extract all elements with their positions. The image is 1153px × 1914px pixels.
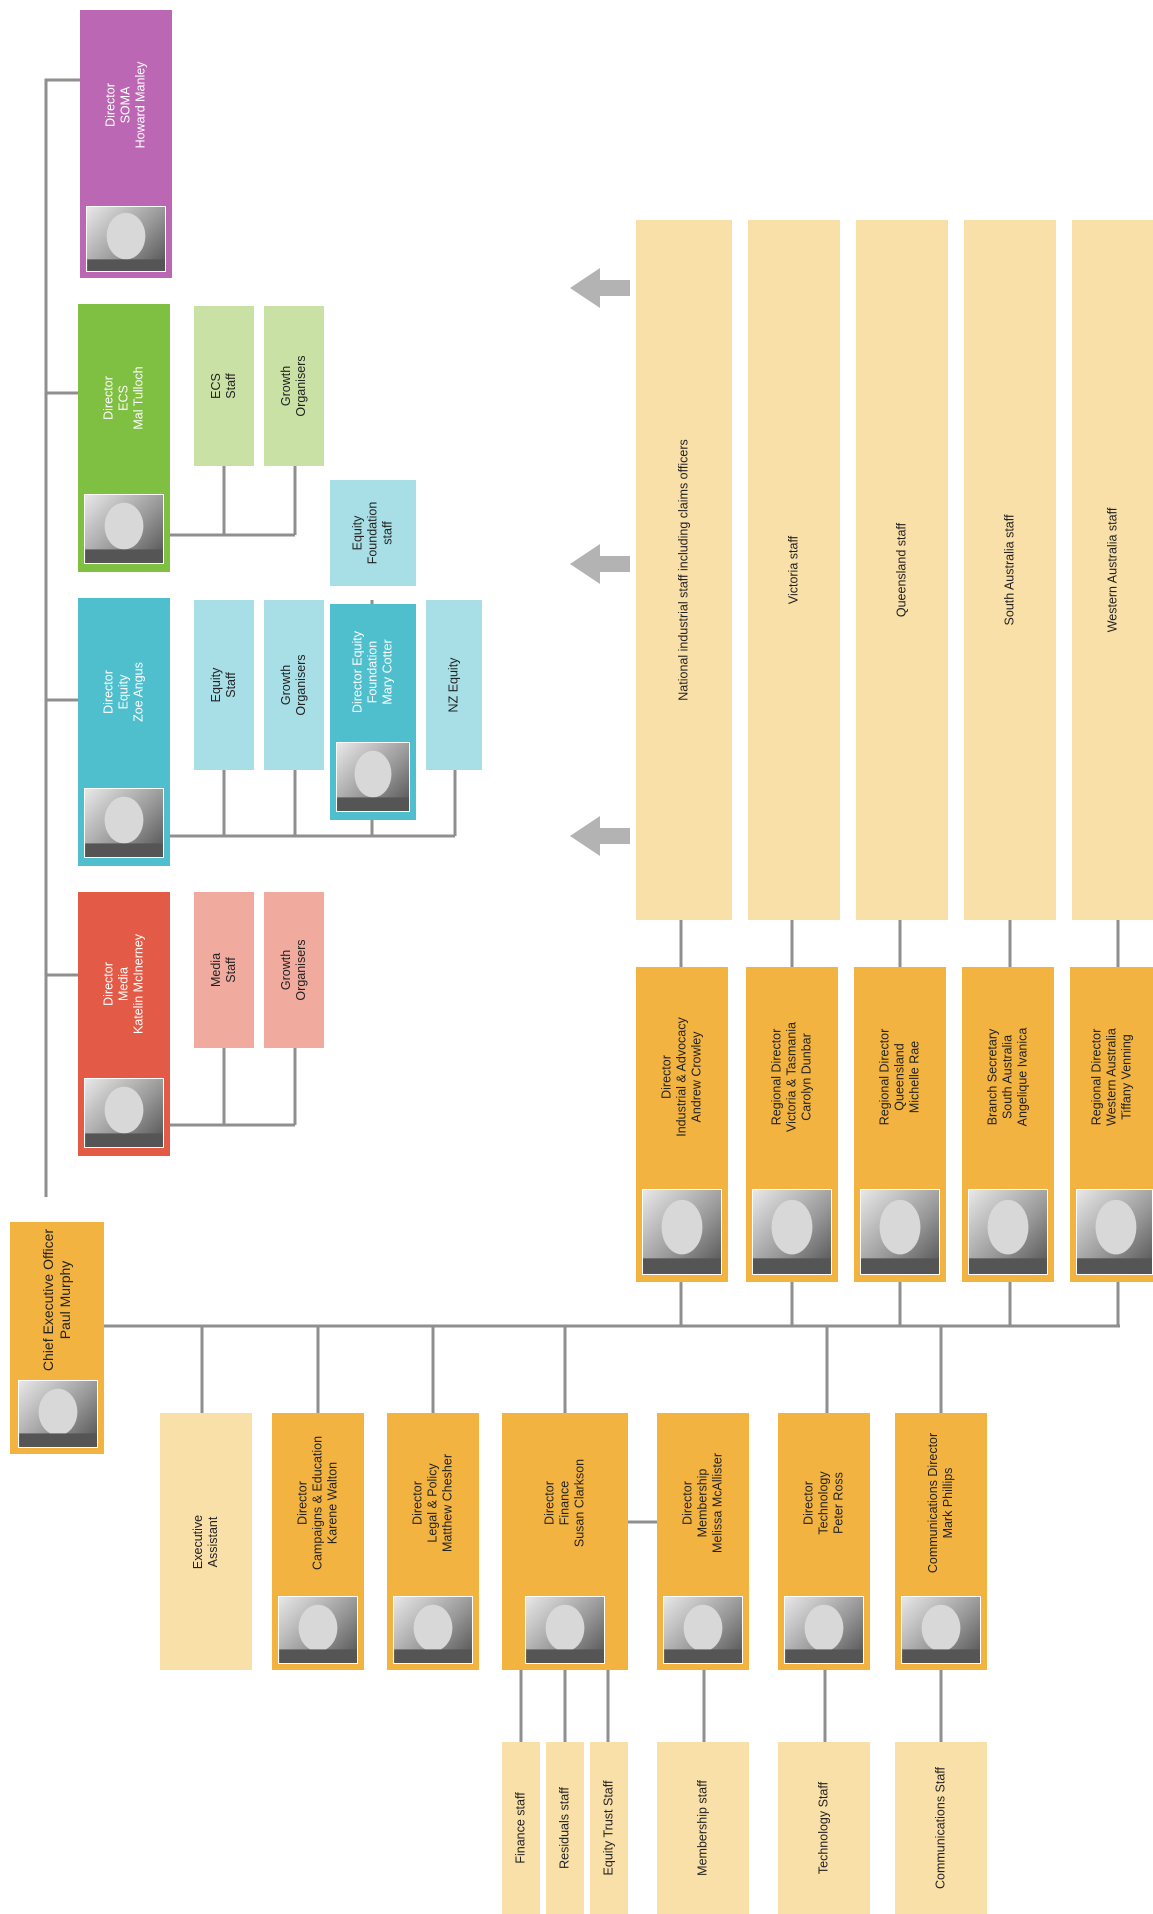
ceo-box: Chief Executive Officer Paul Murphy [10, 1222, 104, 1454]
portrait-photo [1076, 1189, 1153, 1275]
victoria-staff-label: Victoria staff [786, 535, 801, 605]
portrait-photo [336, 742, 410, 812]
portrait-photo [784, 1596, 864, 1664]
residuals-staff-label: Residuals staff [557, 1787, 572, 1869]
director-membership-box: Director Membership Melissa McAllister [657, 1413, 749, 1670]
director-media-box: Director Media Katelin McInerney [78, 892, 170, 1156]
director-industrial-box: Director Industrial & Advocacy Andrew Cr… [636, 967, 728, 1282]
portrait-photo [968, 1189, 1048, 1275]
technology-staff-label: Technology Staff [816, 1781, 831, 1875]
equity-staff-label: Equity Staff [209, 667, 238, 703]
south-australia-staff-box: South Australia staff [964, 220, 1056, 920]
membership-staff-label: Membership staff [695, 1780, 710, 1876]
director-finance-label: Director Finance Susan Clarkson [542, 1458, 587, 1548]
technology-staff-box: Technology Staff [778, 1742, 870, 1914]
south-australia-staff-label: South Australia staff [1002, 514, 1017, 626]
ecs-growth-organisers-box: Growth Organisers [264, 306, 324, 466]
equity-growth-organisers-label: Growth Organisers [279, 654, 308, 716]
director-legal-box: Director Legal & Policy Matthew Chesher [387, 1413, 479, 1670]
branch-secretary-sa-box: Branch Secretary South Australia Angeliq… [962, 967, 1054, 1282]
communications-director-label: Communications Director Mark Phillips [926, 1432, 955, 1574]
left-arrow-icon [570, 816, 630, 856]
communications-director-box: Communications Director Mark Phillips [895, 1413, 987, 1670]
portrait-photo [642, 1189, 722, 1275]
director-legal-label: Director Legal & Policy Matthew Chesher [410, 1454, 455, 1552]
finance-staff-box: Finance staff [502, 1742, 540, 1914]
director-queensland-label: Regional Director Queensland Michelle Ra… [877, 1028, 922, 1126]
director-vic-tas-box: Regional Director Victoria & Tasmania Ca… [746, 967, 838, 1282]
director-equity-foundation-box: Director Equity Foundation Mary Cotter [330, 604, 416, 820]
national-industrial-staff-box: National industrial staff including clai… [636, 220, 732, 920]
portrait-photo [84, 788, 164, 858]
finance-staff-label: Finance staff [513, 1792, 528, 1864]
portrait-photo [393, 1596, 473, 1664]
western-australia-staff-box: Western Australia staff [1072, 220, 1153, 920]
nz-equity-label: NZ Equity [446, 657, 461, 713]
media-growth-organisers-box: Growth Organisers [264, 892, 324, 1048]
director-queensland-box: Regional Director Queensland Michelle Ra… [854, 967, 946, 1282]
equity-foundation-staff-label: Equity Foundation staff [350, 501, 395, 565]
director-technology-label: Director Technology Peter Ross [801, 1471, 846, 1535]
director-finance-box: Director Finance Susan Clarkson [502, 1413, 628, 1670]
victoria-staff-box: Victoria staff [748, 220, 840, 920]
director-industrial-label: Director Industrial & Advocacy Andrew Cr… [659, 1017, 704, 1137]
executive-assistant-label: Executive Assistant [191, 1514, 220, 1569]
portrait-photo [901, 1596, 981, 1664]
ecs-staff-label: ECS Staff [209, 373, 238, 399]
director-soma-box: Director SOMA Howard Manley [80, 10, 172, 278]
equity-foundation-staff-box: Equity Foundation staff [330, 480, 416, 586]
director-soma-label: Director SOMA Howard Manley [103, 61, 148, 149]
portrait-photo [663, 1596, 743, 1664]
director-ecs-label: Director ECS Mal Tulloch [101, 366, 146, 430]
ecs-growth-organisers-label: Growth Organisers [279, 355, 308, 417]
director-campaigns-box: Director Campaigns & Education Karene Wa… [272, 1413, 364, 1670]
director-vic-tas-label: Regional Director Victoria & Tasmania Ca… [769, 1021, 814, 1133]
director-equity-foundation-label: Director Equity Foundation Mary Cotter [350, 631, 395, 713]
portrait-photo [18, 1380, 98, 1448]
national-industrial-staff-label: National industrial staff including clai… [676, 439, 691, 701]
portrait-photo [525, 1596, 605, 1664]
queensland-staff-label: Queensland staff [894, 522, 909, 618]
ceo-label: Chief Executive Officer Paul Murphy [40, 1228, 73, 1372]
branch-secretary-sa-label: Branch Secretary South Australia Angeliq… [985, 1027, 1030, 1127]
communications-staff-box: Communications Staff [895, 1742, 987, 1914]
director-technology-box: Director Technology Peter Ross [778, 1413, 870, 1670]
media-growth-organisers-label: Growth Organisers [279, 939, 308, 1001]
portrait-photo [278, 1596, 358, 1664]
residuals-staff-box: Residuals staff [546, 1742, 584, 1914]
left-arrow-icon [570, 544, 630, 584]
equity-trust-staff-label: Equity Trust Staff [601, 1780, 616, 1876]
executive-assistant-box: Executive Assistant [160, 1413, 252, 1670]
director-membership-label: Director Membership Melissa McAllister [680, 1452, 725, 1554]
ecs-staff-box: ECS Staff [194, 306, 254, 466]
nz-equity-box: NZ Equity [426, 600, 482, 770]
communications-staff-label: Communications Staff [933, 1766, 948, 1890]
portrait-photo [86, 206, 166, 272]
portrait-photo [752, 1189, 832, 1275]
equity-growth-organisers-box: Growth Organisers [264, 600, 324, 770]
director-wa-box: Regional Director Western Australia Tiff… [1070, 967, 1153, 1282]
western-australia-staff-label: Western Australia staff [1105, 507, 1119, 633]
director-wa-label: Regional Director Western Australia Tiff… [1089, 1028, 1133, 1126]
membership-staff-box: Membership staff [657, 1742, 749, 1914]
left-arrow-icon [570, 268, 630, 308]
director-ecs-box: Director ECS Mal Tulloch [78, 304, 170, 572]
media-staff-box: Media Staff [194, 892, 254, 1048]
director-campaigns-label: Director Campaigns & Education Karene Wa… [295, 1435, 340, 1571]
portrait-photo [84, 1078, 164, 1148]
director-equity-box: Director Equity Zoe Angus [78, 598, 170, 866]
portrait-photo [860, 1189, 940, 1275]
director-media-label: Director Media Katelin McInerney [101, 933, 146, 1035]
queensland-staff-box: Queensland staff [856, 220, 948, 920]
director-equity-label: Director Equity Zoe Angus [101, 662, 146, 722]
portrait-photo [84, 494, 164, 564]
media-staff-label: Media Staff [209, 952, 238, 988]
equity-trust-staff-box: Equity Trust Staff [590, 1742, 628, 1914]
equity-staff-box: Equity Staff [194, 600, 254, 770]
